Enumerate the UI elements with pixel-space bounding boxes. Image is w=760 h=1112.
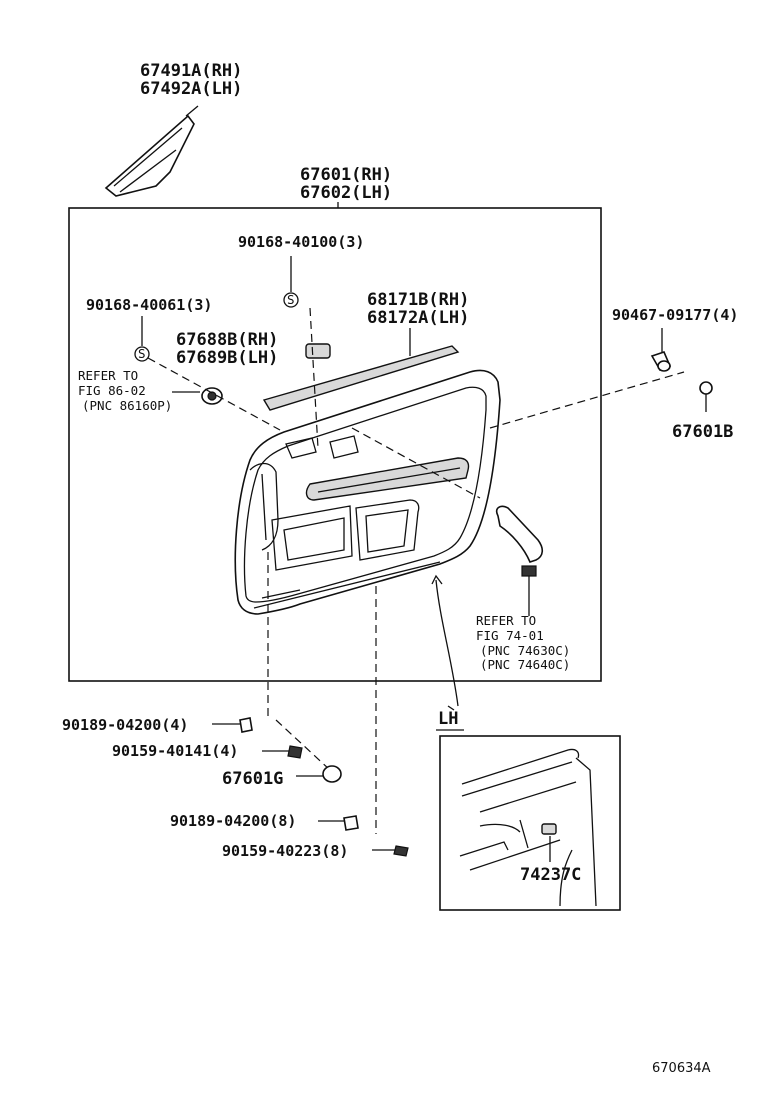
quarter-trim-part	[104, 105, 199, 197]
assist-handle-part	[495, 505, 544, 577]
clip-right-part	[650, 351, 672, 372]
weatherstrip-rh-label: 68171B(RH)	[367, 290, 469, 310]
bolt-2-part	[343, 815, 359, 831]
lh-tag: LH	[438, 709, 458, 729]
figure-code: 670634A	[652, 1061, 711, 1076]
screw-marker-top: S	[283, 292, 299, 308]
guide-clip	[489, 371, 685, 429]
refer-74-line1: REFER TO	[476, 613, 536, 628]
panel-frame	[68, 207, 602, 682]
bolt-2-label: 90189-04200(8)	[170, 812, 296, 830]
lh-arrow	[431, 574, 459, 711]
screw-2-label: 90159-40223(8)	[222, 842, 348, 860]
bolt-1-part	[239, 717, 253, 733]
screw-1-label: 90159-40141(4)	[112, 742, 238, 760]
clip-g-label: 67601G	[222, 769, 283, 789]
refer-74-line2: FIG 74-01	[476, 628, 544, 643]
screw-1-part	[287, 745, 303, 759]
weatherstrip-lh-label: 68172A(LH)	[367, 308, 469, 328]
cover-part	[305, 343, 331, 359]
panel-rh-label: 67601(RH)	[300, 165, 392, 185]
panel-lh-label: 67602(LH)	[300, 183, 392, 203]
refer-86-line3: (PNC 86160P)	[82, 398, 172, 413]
cover-lh-label: 67689B(LH)	[176, 348, 278, 368]
bolt-1-label: 90189-04200(4)	[62, 716, 188, 734]
inset-detail	[459, 748, 597, 907]
screw-left-label: 90168-40061(3)	[86, 296, 212, 314]
guide-handle	[351, 427, 481, 499]
clip-right-label: 90467-09177(4)	[612, 306, 738, 324]
inset-frame	[439, 735, 621, 911]
quarter-trim-lh-label: 67492A(LH)	[140, 79, 242, 99]
guide-top-screw	[309, 307, 319, 449]
refer-86-line2: FIG 86-02	[78, 383, 146, 398]
clip-g-part	[322, 765, 342, 783]
cover-rh-label: 67688B(RH)	[176, 330, 278, 350]
screw-marker-left-glyph: S	[138, 346, 146, 361]
refer-86-line1: REFER TO	[78, 368, 138, 383]
refer-74-line4: (PNC 74640C)	[480, 657, 570, 672]
weatherstrip-part	[262, 345, 460, 411]
screw-marker-left: S	[134, 346, 150, 362]
clip-67601b-label: 67601B	[672, 422, 733, 442]
inset-part-label: 74237C	[520, 865, 581, 885]
clip-67601b-part	[699, 381, 713, 412]
door-trim-panel-part	[234, 369, 501, 615]
screw-marker-top-glyph: S	[287, 292, 295, 307]
screw-2-part	[393, 845, 409, 857]
screw-top-label: 90168-40100(3)	[238, 233, 364, 251]
courtesy-lamp-part	[201, 387, 223, 405]
refer-74-line3: (PNC 74630C)	[480, 643, 570, 658]
quarter-trim-rh-label: 67491A(RH)	[140, 61, 242, 81]
guide-clip-g	[275, 719, 331, 771]
